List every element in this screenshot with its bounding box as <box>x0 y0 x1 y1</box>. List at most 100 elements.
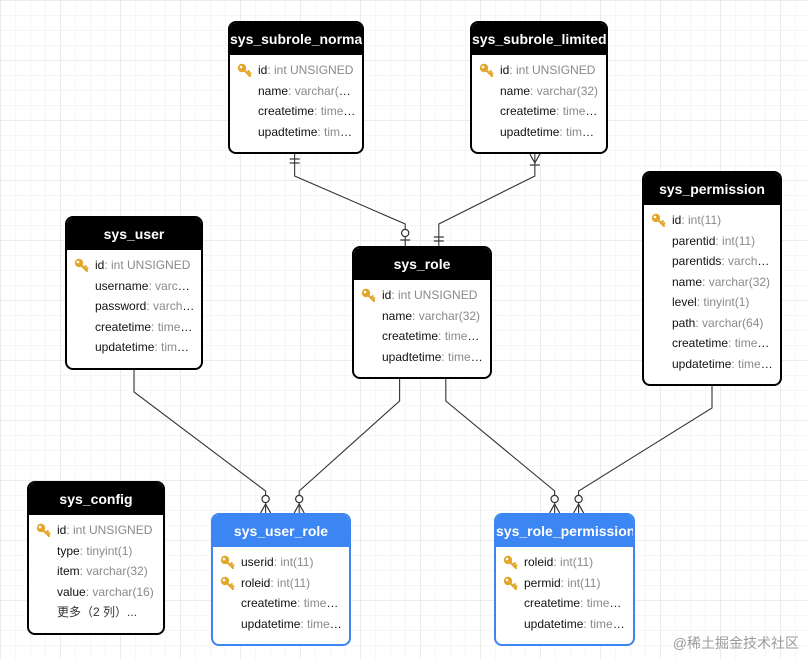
field-row[interactable]: createtime: timestamp <box>644 333 780 354</box>
field-list: userid: int(11)roleid: int(11)createtime… <box>213 552 349 644</box>
field-name: value <box>57 584 86 599</box>
marker-stroke <box>578 503 585 514</box>
field-row[interactable]: id: int(11) <box>644 210 780 231</box>
field-type: : timestamp <box>314 104 362 118</box>
field-row[interactable]: level: tinyint(1) <box>644 292 780 313</box>
field-row[interactable]: value: varchar(16) <box>29 582 163 603</box>
field-row[interactable]: updatetime: timestamp <box>644 354 780 375</box>
field-name: upadtetime <box>500 124 560 139</box>
field-type: : int UNSIGNED <box>66 523 153 537</box>
entity-title: sys_role_permission <box>496 515 633 547</box>
field-name: id <box>258 63 268 77</box>
marker-circle <box>550 494 559 504</box>
field-row[interactable]: upadtetime: timestamp <box>354 347 490 368</box>
cardinality-marker-one-or-many <box>529 153 541 166</box>
field-row[interactable]: updatetime: timestamp <box>496 614 633 635</box>
marker-stroke <box>298 503 305 514</box>
field-type: : varchar(32) <box>79 564 148 578</box>
field-name: item <box>57 564 80 578</box>
field-row[interactable]: createtime: timestamp <box>354 326 490 347</box>
primary-key-icon <box>220 555 235 569</box>
marker-stroke <box>265 503 272 514</box>
field-row[interactable]: upadtetime: timestamp <box>472 122 606 143</box>
field-row[interactable]: name: varchar(32) <box>354 306 490 327</box>
field-type: : timestamp <box>728 336 780 350</box>
field-row[interactable]: createtime: timestamp <box>472 101 606 122</box>
field-row[interactable]: id: int UNSIGNED <box>67 255 201 276</box>
marker-stroke <box>260 503 267 514</box>
field-row[interactable]: createtime: timestamp <box>213 593 349 614</box>
field-name: parentids <box>672 254 722 268</box>
primary-key-icon <box>237 63 252 77</box>
field-row[interactable]: updatetime: timestamp <box>67 337 201 358</box>
field-type: : int(11) <box>560 575 601 590</box>
field-row[interactable]: createtime: timestamp <box>67 317 201 338</box>
field-row[interactable]: parentids: varchar(255) <box>644 251 780 272</box>
field-row[interactable]: type: tinyint(1) <box>29 541 163 562</box>
field-name: updatetime <box>672 356 732 371</box>
field-type: : varchar(255) <box>721 254 780 268</box>
field-row[interactable]: name: varchar(32) <box>472 81 606 102</box>
marker-stroke <box>573 503 580 514</box>
field-name: upadtetime <box>258 124 318 139</box>
relationship-line <box>578 386 713 513</box>
entity-title: sys_subrole_normal <box>230 23 362 55</box>
field-name: updatetime <box>524 616 584 631</box>
relationship-line <box>298 379 401 513</box>
marker-stroke <box>549 503 556 514</box>
field-row[interactable]: id: int UNSIGNED <box>472 60 606 81</box>
relationship-line <box>438 154 536 246</box>
primary-key-icon <box>651 213 666 227</box>
field-row[interactable]: roleid: int(11) <box>213 573 349 594</box>
field-row[interactable]: id: int UNSIGNED <box>29 520 163 541</box>
field-row[interactable]: item: varchar(32) <box>29 561 163 582</box>
field-name: name <box>382 308 413 323</box>
field-name: id <box>57 523 67 537</box>
field-row[interactable]: createtime: timestamp <box>230 101 362 122</box>
field-row[interactable]: roleid: int(11) <box>496 552 633 573</box>
field-name: createtime <box>258 104 315 118</box>
field-row[interactable]: username: varchar(32) <box>67 276 201 297</box>
field-row[interactable]: upadtetime: timestamp <box>230 122 362 143</box>
field-row[interactable]: name: varchar(32) <box>644 272 780 293</box>
field-row[interactable]: createtime: timestamp <box>496 593 633 614</box>
field-name: parentid <box>672 233 716 248</box>
more-columns-link[interactable]: 更多（2 列）... <box>57 605 138 619</box>
field-type: : int(11) <box>715 233 756 248</box>
field-row[interactable]: userid: int(11) <box>213 552 349 573</box>
field-row[interactable]: name: varchar(32) <box>230 81 362 102</box>
field-row[interactable]: path: varchar(64) <box>644 313 780 334</box>
cardinality-marker-one <box>289 158 300 164</box>
field-type: : tinyint(1) <box>696 295 750 309</box>
field-name: roleid <box>524 555 554 569</box>
field-row[interactable]: permid: int(11) <box>496 573 633 594</box>
field-row[interactable]: password: varchar(64) <box>67 296 201 317</box>
field-name: userid <box>241 555 274 569</box>
field-row[interactable]: id: int UNSIGNED <box>230 60 362 81</box>
field-type: : varchar(32) <box>702 274 771 289</box>
field-name: id <box>672 213 682 227</box>
field-type: : timestamp <box>317 124 362 139</box>
field-name: name <box>672 274 703 289</box>
field-row[interactable]: id: int UNSIGNED <box>354 285 490 306</box>
field-type: : timestamp <box>556 104 606 118</box>
field-name: permid <box>524 575 561 590</box>
field-row[interactable]: parentid: int(11) <box>644 231 780 252</box>
field-name: updatetime <box>241 616 301 631</box>
field-row[interactable]: updatetime: timestamp <box>213 614 349 635</box>
field-name: updatetime <box>95 340 155 354</box>
field-type: : timestamp <box>154 340 201 354</box>
field-name: roleid <box>241 575 271 590</box>
